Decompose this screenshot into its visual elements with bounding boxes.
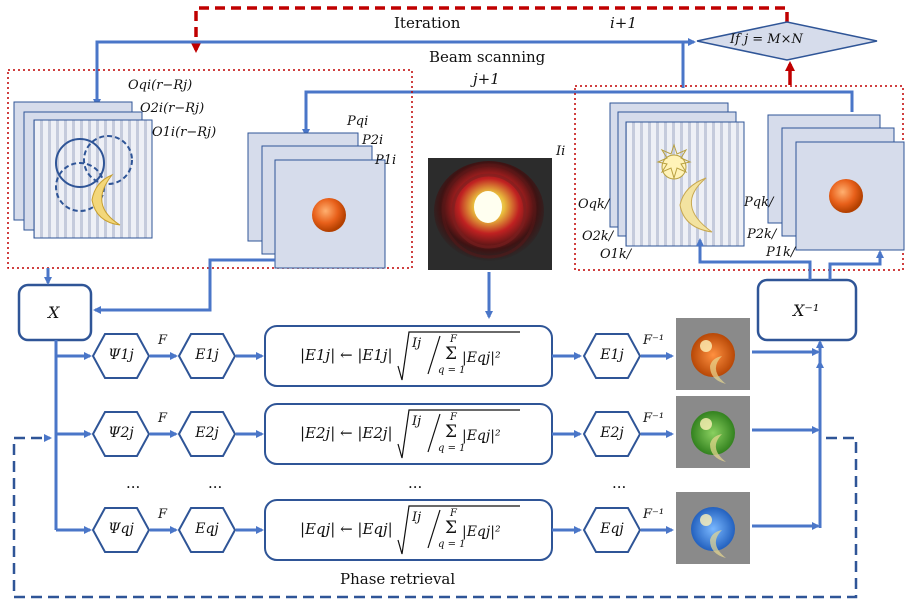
sum-symbol: Σ	[445, 422, 458, 442]
sum-bottom: q = 1	[438, 365, 466, 376]
sum-top: F	[450, 508, 457, 519]
output-moon	[710, 356, 726, 384]
sum-bottom: q = 1	[438, 443, 466, 454]
e-node	[177, 411, 237, 457]
sum-symbol: Σ	[445, 344, 458, 364]
sum-term: |Eqj|²	[462, 524, 501, 540]
psi-node	[91, 411, 151, 457]
e-out-node	[582, 507, 642, 553]
upd-probe-q-label: Pqk/	[744, 195, 774, 210]
update-lhs: |Eqj| ← |Eqj|	[300, 520, 393, 538]
i-plus-1-label: i+1	[610, 14, 637, 32]
numerator: Ij	[412, 336, 422, 351]
ellipsis: ...	[612, 474, 627, 492]
object-1-label: O1i(r−Rj)	[152, 125, 217, 140]
numerator: Ij	[412, 414, 422, 429]
probe-q-label: Pqi	[347, 114, 369, 129]
update-lhs: |E2j| ← |E2j|	[300, 424, 393, 442]
object-stack	[13, 101, 153, 239]
inv-fourier-label: F⁻¹	[643, 411, 665, 426]
fourier-label: F	[158, 507, 168, 522]
ellipsis: ...	[408, 474, 423, 492]
psi-node	[91, 507, 151, 553]
psi-label: Ψ1j	[108, 347, 134, 363]
output-sun	[700, 340, 712, 352]
upd-probe-2-label: P2k/	[747, 227, 777, 242]
inv-fourier-label: F⁻¹	[643, 507, 665, 522]
updated-probe-stack	[767, 114, 905, 251]
phase-retrieval-loop	[12, 434, 858, 599]
x-operator-label: X	[48, 303, 60, 322]
sum-bottom: q = 1	[438, 539, 466, 550]
output-sun	[700, 418, 712, 430]
condition-label: If j = M×N	[730, 32, 803, 47]
fraction-slash	[427, 335, 441, 375]
condition-diamond	[696, 21, 878, 61]
psi-node	[91, 333, 151, 379]
beam-scanning-label: Beam scanning	[429, 48, 546, 66]
e-label: E1j	[195, 347, 219, 363]
ellipsis: ...	[208, 474, 223, 492]
fourier-label: F	[158, 411, 168, 426]
fraction-slash	[427, 509, 441, 549]
probe-1-label: P1i	[375, 153, 397, 168]
fraction-slash	[427, 413, 441, 453]
output-moon	[710, 530, 726, 558]
numerator: Ij	[412, 510, 422, 525]
update-lhs: |E1j| ← |E1j|	[300, 346, 393, 364]
inv-fourier-label: F⁻¹	[643, 333, 665, 348]
psi-label: Ψ2j	[108, 425, 134, 441]
phase-retrieval-label: Phase retrieval	[340, 570, 456, 588]
output-moon	[710, 434, 726, 462]
e-node	[177, 507, 237, 553]
e-out-label: Eqj	[600, 521, 624, 537]
e-out-node	[582, 411, 642, 457]
iteration-line	[93, 38, 854, 137]
flows-into-x	[44, 238, 884, 319]
x-inverse-label: X⁻¹	[793, 301, 820, 320]
upd-object-q-label: Oqk/	[578, 197, 610, 212]
updated-object-stack	[609, 102, 745, 247]
diffraction-pattern	[428, 158, 552, 270]
intensity-label: Ii	[556, 144, 566, 159]
left-frame	[7, 69, 413, 269]
e-out-label: E1j	[600, 347, 624, 363]
iteration-loop-red	[191, 6, 795, 85]
sum-top: F	[450, 334, 457, 345]
output-sun	[700, 514, 712, 526]
probe-2-label: P2i	[362, 133, 384, 148]
radical-sign	[397, 409, 520, 459]
x-inverse-box	[756, 278, 858, 342]
radical-sign	[397, 331, 520, 381]
e-out-label: E2j	[600, 425, 624, 441]
ellipsis: ...	[126, 474, 141, 492]
fourier-label: F	[158, 333, 168, 348]
e-node	[177, 333, 237, 379]
upd-object-1-label: O1k/	[600, 247, 632, 262]
sum-term: |Eqj|²	[462, 350, 501, 366]
phase-rows	[56, 318, 820, 564]
e-label: Eqj	[195, 521, 219, 537]
object-2-label: O2i(r−Rj)	[140, 101, 205, 116]
psi-label: Ψqj	[108, 521, 134, 537]
j-plus-1-label: j+1	[473, 70, 500, 88]
e-out-node	[582, 333, 642, 379]
object-q-label: Oqi(r−Rj)	[128, 78, 193, 93]
sum-top: F	[450, 412, 457, 423]
sum-symbol: Σ	[445, 518, 458, 538]
upd-object-2-label: O2k/	[582, 229, 614, 244]
sum-term: |Eqj|²	[462, 428, 501, 444]
upd-probe-1-label: P1k/	[766, 245, 796, 260]
probe-stack	[247, 132, 386, 269]
radical-sign	[397, 505, 520, 555]
e-label: E2j	[195, 425, 219, 441]
iteration-label: Iteration	[394, 14, 461, 32]
